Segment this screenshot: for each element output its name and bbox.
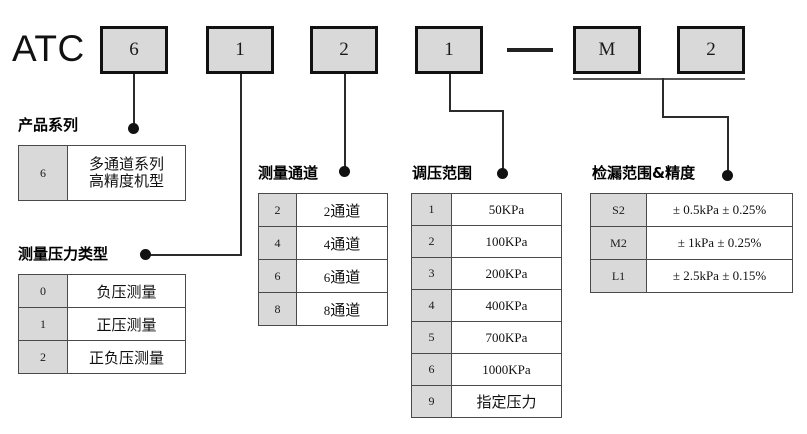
section-caption-product-series: 产品系列 [18,116,79,134]
table-row[interactable]: L1 ± 2.5kPa ± 0.15% [590,259,793,293]
cell-code: 8 [258,292,297,326]
model-prefix-label: ATC [12,28,85,69]
table-pressure-range: 1 50KPa 2 100KPa 3 200KPa 4 400KPa 5 700… [411,193,562,418]
cell-desc: 负压测量 [67,274,186,308]
model-code-separator-dash [507,48,553,52]
cell-code: 6 [258,259,297,293]
code-box-measure-channel[interactable]: 2 [310,26,378,74]
table-row[interactable]: 1 50KPa [411,193,562,226]
connector-dot-pressure-range [497,168,508,179]
cell-desc-number: 4 [323,236,331,252]
cell-code: 0 [18,274,68,308]
connector-pressure-range-horizontal [449,110,504,112]
cell-desc-text: 通道 [330,267,361,286]
cell-code: 4 [411,289,452,322]
cell-desc-text: 通道 [330,234,361,253]
connector-pressure-type-vertical [240,74,242,256]
table-row[interactable]: 1 正压测量 [18,307,186,341]
cell-desc-line2: 高精度机型 [88,172,164,190]
connector-dot-pressure-type [140,249,151,260]
cell-desc: ± 0.5kPa ± 0.25% [646,193,793,227]
connector-pressure-range-vertical-a [449,74,451,112]
cell-code: 6 [18,145,68,201]
cell-code: 2 [258,193,297,227]
table-pressure-type: 0 负压测量 1 正压测量 2 正负压测量 [18,274,186,374]
cell-desc: 正压测量 [67,307,186,341]
section-caption-pressure-range: 调压范围 [412,164,473,182]
cell-desc: 2通道 [296,193,388,227]
cell-desc: 100KPa [451,225,562,258]
cell-desc: 50KPa [451,193,562,226]
cell-desc-line1: 多通道系列 [88,154,164,173]
cell-code: 1 [411,193,452,226]
cell-desc: 4通道 [296,226,388,260]
cell-desc: 8通道 [296,292,388,326]
code-box-pressure-range[interactable]: 1 [415,26,483,74]
cell-code: 2 [411,225,452,258]
cell-code: 5 [411,321,452,354]
table-row[interactable]: 3 200KPa [411,257,562,290]
connector-dot-product-series [128,123,139,134]
code-box-leak-number[interactable]: 2 [677,26,745,74]
table-row[interactable]: 2 正负压测量 [18,340,186,374]
cell-desc-text: 通道 [330,300,361,319]
cell-code: M2 [590,226,647,260]
table-measure-channel: 2 2通道 4 4通道 6 6通道 8 8通道 [258,193,388,326]
cell-desc: 正负压测量 [67,340,186,374]
cell-desc: 200KPa [451,257,562,290]
cell-code: 2 [18,340,68,374]
connector-pressure-type-horizontal [146,254,242,256]
table-row[interactable]: 4 400KPa [411,289,562,322]
cell-desc: 400KPa [451,289,562,322]
table-row[interactable]: 4 4通道 [258,226,388,260]
cell-code: 6 [411,353,452,386]
cell-code: 3 [411,257,452,290]
connector-leak-bracket [573,78,745,80]
cell-desc: ± 2.5kPa ± 0.15% [646,259,793,293]
connector-dot-leak [722,170,733,181]
connector-leak-horizontal [662,116,729,118]
table-row[interactable]: 9 指定压力 [411,385,562,418]
cell-desc: ± 1kPa ± 0.25% [646,226,793,260]
cell-desc: 1000KPa [451,353,562,386]
table-row[interactable]: 2 100KPa [411,225,562,258]
cell-desc: 指定压力 [451,385,562,418]
section-caption-pressure-type: 测量压力类型 [18,245,109,263]
connector-leak-vertical-b [727,116,729,174]
code-box-product-series[interactable]: 6 [100,26,168,74]
cell-code: S2 [590,193,647,227]
table-product-series: 6 多通道系列 高精度机型 [18,145,186,201]
section-caption-leak-range: 检漏范围&精度 [592,164,696,182]
table-row[interactable]: 6 1000KPa [411,353,562,386]
table-row[interactable]: 2 2通道 [258,193,388,227]
connector-leak-vertical-a [662,78,664,118]
code-box-pressure-type[interactable]: 1 [206,26,274,74]
cell-desc: 多通道系列 高精度机型 [67,145,186,201]
section-caption-measure-channel: 测量通道 [258,164,319,182]
code-box-leak-letter[interactable]: M [573,26,641,74]
cell-desc-number: 6 [323,269,331,285]
cell-desc-number: 2 [323,203,331,219]
table-row[interactable]: M2 ± 1kPa ± 0.25% [590,226,793,260]
cell-code: 1 [18,307,68,341]
table-leak-range: S2 ± 0.5kPa ± 0.25% M2 ± 1kPa ± 0.25% L1… [590,193,793,293]
connector-measure-channel [344,74,346,170]
cell-code: 4 [258,226,297,260]
cell-code: 9 [411,385,452,418]
cell-desc-text: 通道 [330,201,361,220]
table-row[interactable]: 5 700KPa [411,321,562,354]
connector-pressure-range-vertical-b [502,110,504,172]
connector-dot-measure-channel [339,166,350,177]
cell-desc: 6通道 [296,259,388,293]
table-row[interactable]: 6 多通道系列 高精度机型 [18,145,186,201]
cell-desc-number: 8 [323,302,331,318]
table-row[interactable]: 6 6通道 [258,259,388,293]
table-row[interactable]: S2 ± 0.5kPa ± 0.25% [590,193,793,227]
table-row[interactable]: 0 负压测量 [18,274,186,308]
cell-code: L1 [590,259,647,293]
table-row[interactable]: 8 8通道 [258,292,388,326]
connector-product-series [133,74,135,128]
cell-desc: 700KPa [451,321,562,354]
